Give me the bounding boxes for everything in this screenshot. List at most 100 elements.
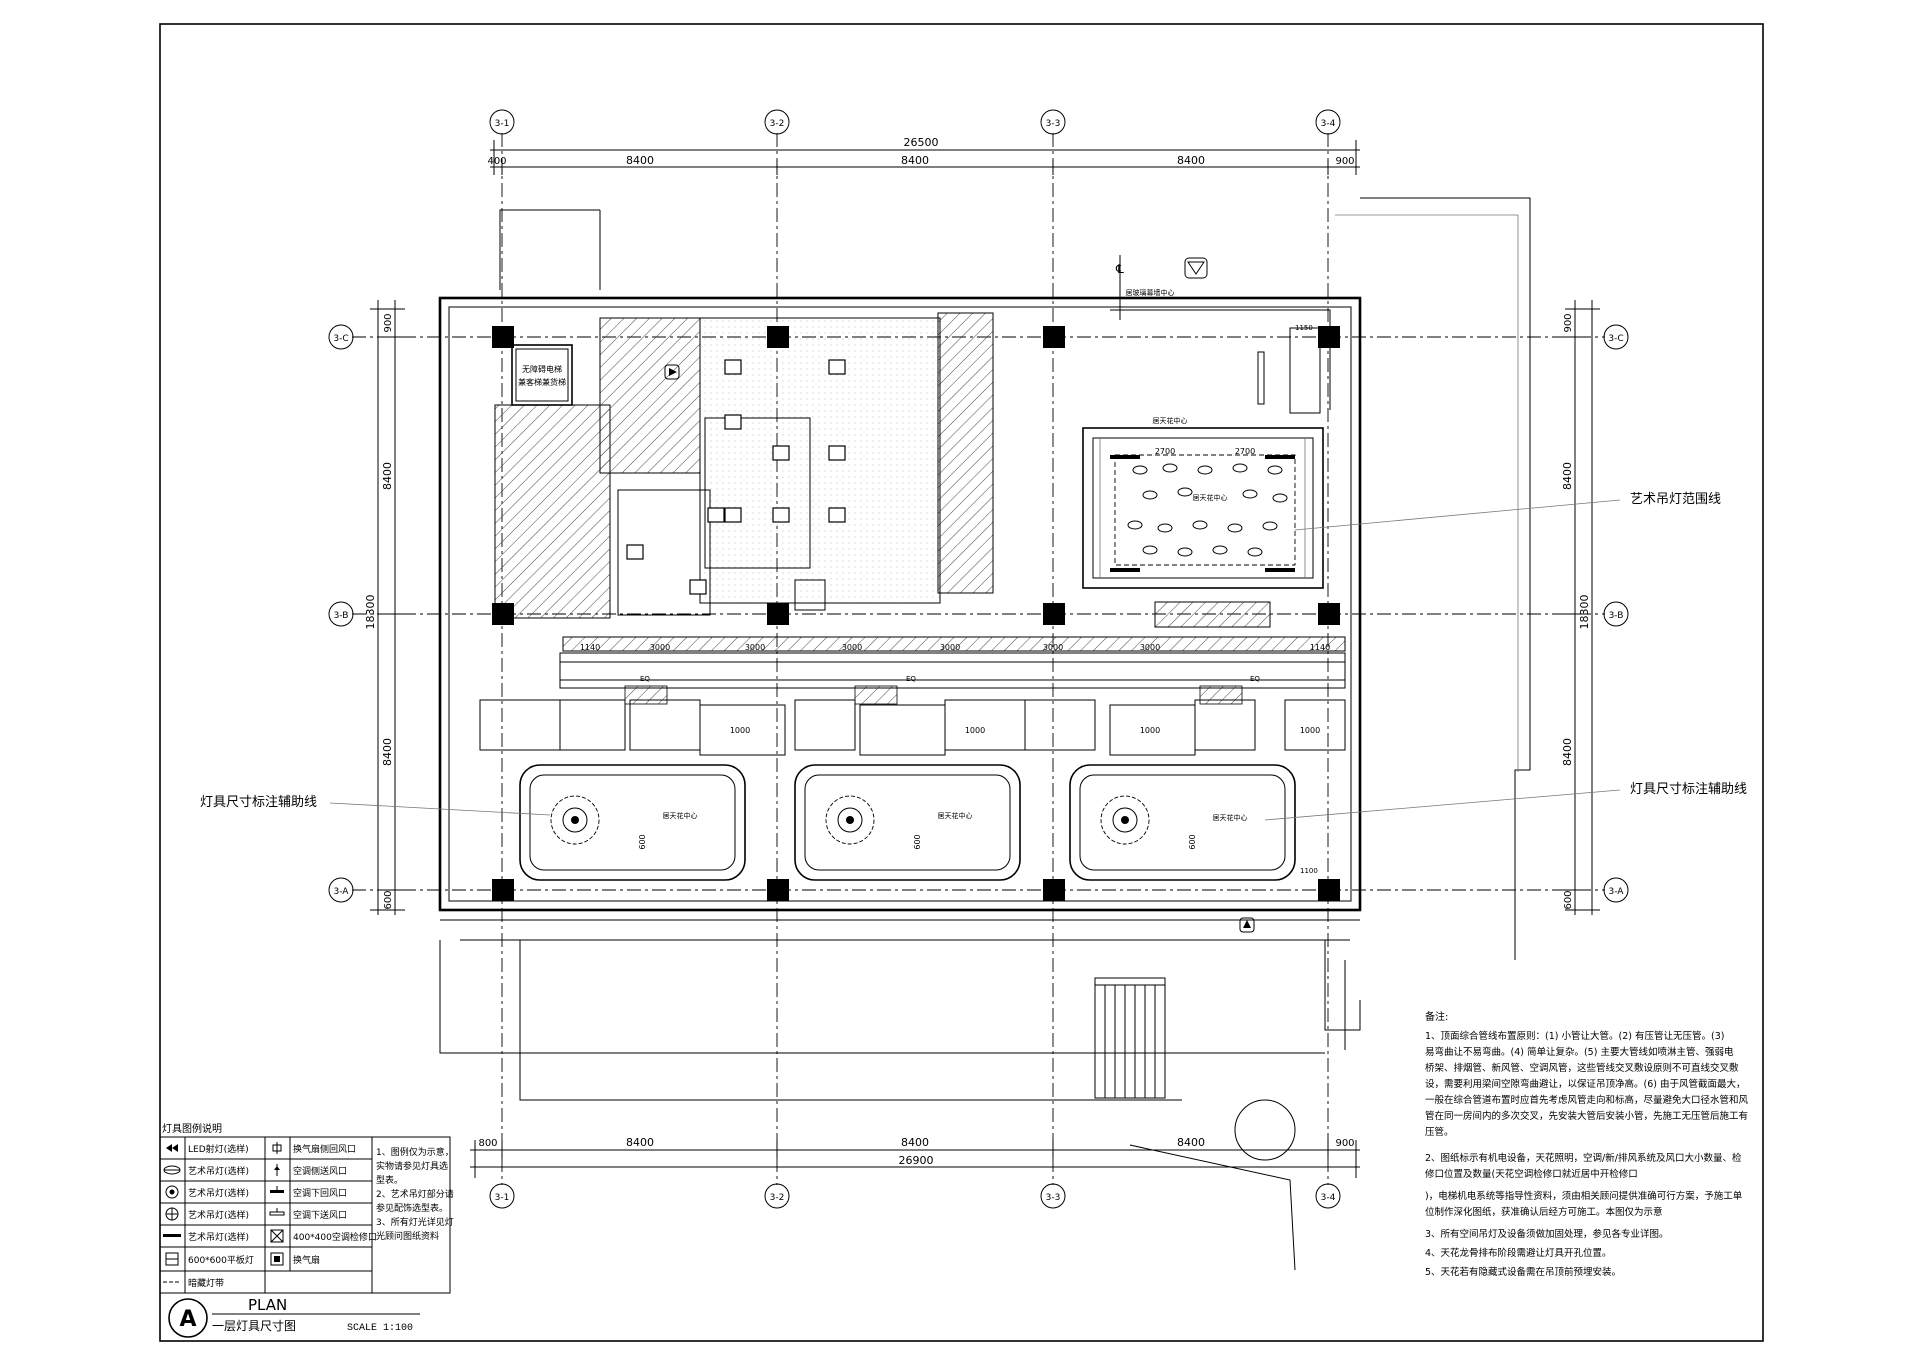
room-dimension-texts: 居天花中心 居天花中心 居天花中心 600 600 600 1100 <box>638 811 1318 875</box>
rounded-room-center-3: 居天花中心 <box>1213 813 1248 822</box>
axis-bubbles-top: 3-1 3-2 3-3 3-4 <box>489 109 1341 135</box>
left-dim-seg-4: 600 <box>383 890 394 909</box>
art-range-label: 艺术吊灯范围线 <box>1630 492 1721 507</box>
rounded-dim-2: 600 <box>913 834 922 849</box>
legend-label-pendant-c: 艺术吊灯(选样) <box>188 1209 249 1221</box>
ac-side-supply-icon <box>274 1164 280 1176</box>
eq-label-2: EQ <box>906 675 916 683</box>
note-line-9: 修口位置及数量(天花空调检修口就近居中开检修口 <box>1425 1168 1638 1180</box>
note-line-8: 2、图纸标示有机电设备，天花照明，空调/新/排风系统及风口大小数量、检 <box>1425 1152 1742 1164</box>
grid-axes <box>352 133 1605 1185</box>
centerline-mark-top: ℄ <box>1115 262 1124 276</box>
elevator-label-2: 兼客梯兼货梯 <box>518 377 566 387</box>
legend-label-fan: 换气扇 <box>293 1254 320 1266</box>
access-panel-icon <box>270 1229 284 1243</box>
right-dim-seg-3: 8400 <box>1561 738 1574 766</box>
small-room-dim-4: 1000 <box>1300 726 1320 735</box>
site-diagonal <box>1129 1144 1296 1271</box>
plan-letter: A <box>179 1307 196 1332</box>
note-line-7: 压管。 <box>1425 1126 1454 1138</box>
chandelier-dim-2: 2700 <box>1235 447 1255 456</box>
small-room-dim-1: 1000 <box>730 726 750 735</box>
eq-label-1: EQ <box>640 675 650 683</box>
bottom-dim-seg-3: 8400 <box>901 1136 929 1149</box>
axis-left-c: 3-C <box>333 334 348 344</box>
strip-dim-7: 3000 <box>1140 643 1160 652</box>
legend-label-ac-side: 空调侧送风口 <box>293 1165 347 1177</box>
axis-right-a: 3-A <box>1609 887 1625 897</box>
room-dim-1100: 1100 <box>1300 867 1318 875</box>
top-dim-seg-3: 8400 <box>901 154 929 167</box>
legend-note-4: 2、艺术吊灯部分请 <box>376 1188 454 1200</box>
note-line-1: 1、顶面综合管线布置原则：(1) 小管让大管。(2) 有压管让无压管。(3) <box>1425 1030 1724 1042</box>
structural-columns <box>492 326 1340 901</box>
hatched-zones <box>494 312 1346 705</box>
small-rooms-row: 1000 1000 1000 1000 <box>479 699 1346 756</box>
panel-light-icon <box>165 1252 179 1266</box>
strip-dim-3: 3000 <box>745 643 765 652</box>
left-dim-seg-1: 900 <box>383 313 394 332</box>
legend-label-led: LED射灯(选样) <box>188 1143 249 1155</box>
legend-icons-left <box>163 1144 181 1283</box>
building-walls <box>438 296 1362 921</box>
general-notes: 备注: 1、顶面综合管线布置原则：(1) 小管让大管。(2) 有压管让无压管。(… <box>1425 1010 1749 1278</box>
eq-label-3: EQ <box>1250 675 1260 683</box>
legend-label-ac-down-supply: 空调下送风口 <box>293 1209 347 1221</box>
top-dim-seg-1: 400 <box>487 156 506 167</box>
right-dim-seg-4: 600 <box>1563 890 1574 909</box>
axis-top-2: 3-2 <box>770 119 785 129</box>
note-line-3: 桥架、排烟管、新风管、空调风管，这些管线交叉敷设原则不可直线交叉敷 <box>1425 1062 1739 1074</box>
art-pendant-b-icon <box>165 1185 179 1199</box>
strip-dim-1: 1140 <box>580 643 600 652</box>
note-line-11: 位制作深化图纸，获准确认后经方可施工。本图仅为示意 <box>1425 1206 1663 1218</box>
axis-bottom-4: 3-4 <box>1321 1193 1336 1203</box>
strip-dim-4: 3000 <box>842 643 862 652</box>
right-dim-seg-2: 8400 <box>1561 462 1574 490</box>
glass-center-label: 居玻璃幕墙中心 <box>1126 288 1175 297</box>
note-line-10: )，电梯机电系统等指导性资料，须由相关顾问提供准确可行方案，予施工单 <box>1425 1190 1743 1202</box>
aux-label-left: 灯具尺寸标注辅助线 <box>200 795 317 810</box>
axis-bottom-1: 3-1 <box>495 1193 510 1203</box>
legend-label-panel: 600*600平板灯 <box>188 1254 254 1266</box>
chandelier-dim-1: 2700 <box>1155 447 1175 456</box>
legend-note-3: 型表。 <box>376 1174 403 1186</box>
upper-right-room: 1150 ℄ <box>1110 255 1331 414</box>
aux-label-right: 灯具尺寸标注辅助线 <box>1630 782 1747 797</box>
top-dim-seg-2: 8400 <box>626 154 654 167</box>
rounded-dim-1: 600 <box>638 834 647 849</box>
note-line-13: 4、天花龙骨排布阶段需避让灯具开孔位置。 <box>1425 1247 1612 1259</box>
ceiling-center-top: 居天花中心 <box>1153 416 1188 425</box>
axis-top-1: 3-1 <box>495 119 510 129</box>
chandelier-center-label: 居天花中心 <box>1193 493 1228 502</box>
ceiling-strip: 1140 3000 3000 3000 3000 3000 3000 1140 … <box>559 643 1346 689</box>
axis-right-c: 3-C <box>1608 334 1623 344</box>
leader-lines <box>329 499 1621 821</box>
top-total-dim: 26500 <box>904 136 939 149</box>
legend-note-6: 3、所有灯光详见灯 <box>376 1216 454 1228</box>
rounded-room-center-1: 居天花中心 <box>663 811 698 820</box>
legend-labels-left: LED射灯(选样) 艺术吊灯(选样) 艺术吊灯(选样) 艺术吊灯(选样) 艺术吊… <box>188 1143 254 1289</box>
plan-word: PLAN <box>248 1296 287 1314</box>
legend-label-access: 400*400空调检修口 <box>293 1231 377 1243</box>
bottom-dim-seg-5: 900 <box>1335 1138 1354 1149</box>
rounded-dim-3: 600 <box>1188 834 1197 849</box>
art-chandelier-marks <box>1110 455 1295 572</box>
rounded-room-center-2: 居天花中心 <box>938 811 973 820</box>
art-pendant-d-icon <box>163 1234 181 1237</box>
left-total-dim: 18300 <box>364 595 377 630</box>
strip-dim-2: 3000 <box>650 643 670 652</box>
rounded-ceiling-rooms <box>519 764 1296 881</box>
axis-left-a: 3-A <box>334 887 350 897</box>
note-line-12: 3、所有空间吊灯及设备须做加固处理，参见各专业详图。 <box>1425 1228 1669 1240</box>
right-dimensions: 18300 900 8400 8400 600 <box>1561 300 1600 915</box>
axis-left-b: 3-B <box>334 611 349 621</box>
elevator-shaft: 无障碍电梯 兼客梯兼货梯 <box>511 344 573 406</box>
room-dim-1150: 1150 <box>1295 324 1313 332</box>
plan-scale: SCALE 1:100 <box>347 1323 413 1334</box>
left-dim-seg-3: 8400 <box>381 738 394 766</box>
art-pendant-c-icon <box>165 1207 179 1221</box>
small-room-dim-3: 1000 <box>1140 726 1160 735</box>
legend-label-pendant-d: 艺术吊灯(选样) <box>188 1231 249 1243</box>
axis-right-b: 3-B <box>1609 611 1624 621</box>
